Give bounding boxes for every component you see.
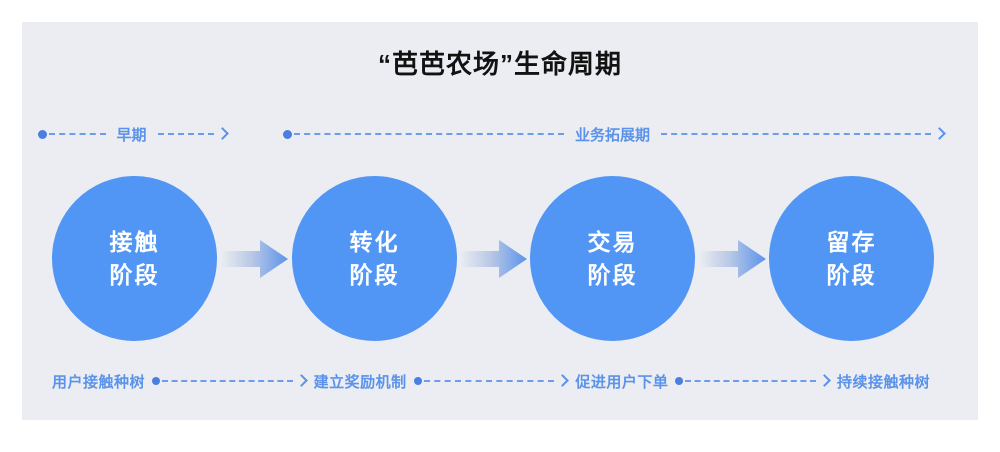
arrow-right-gradient-icon bbox=[461, 240, 527, 278]
stage-label-line2: 阶段 bbox=[109, 261, 160, 288]
action-connector bbox=[407, 374, 576, 388]
dashed-line bbox=[49, 133, 106, 135]
stage-label-line1: 留存 bbox=[826, 228, 877, 255]
chevron-right-icon bbox=[819, 374, 830, 388]
stage-label-line1: 转化 bbox=[349, 228, 400, 255]
dashed-line bbox=[685, 380, 816, 382]
phase-label-early: 早期 bbox=[116, 126, 147, 144]
phase-track-expansion: 业务拓展期 bbox=[283, 122, 945, 146]
chevron-right-icon bbox=[217, 127, 228, 141]
action-label-order: 促进用户下单 bbox=[575, 373, 669, 391]
arrow-right-gradient-icon bbox=[222, 240, 288, 278]
dashed-line bbox=[162, 380, 293, 382]
stage-circle-retention[interactable]: 留存 阶段 bbox=[769, 176, 934, 341]
dot-icon bbox=[38, 129, 47, 139]
dot-icon bbox=[283, 129, 292, 139]
dashed-line bbox=[157, 133, 215, 135]
stage-label-line1: 接触 bbox=[109, 228, 160, 255]
chevron-right-icon bbox=[557, 374, 568, 388]
page-title: “芭芭农场”生命周期 bbox=[377, 49, 622, 79]
dot-icon bbox=[413, 377, 422, 385]
dashed-line bbox=[423, 380, 555, 382]
action-label-retention: 持续接触种树 bbox=[836, 373, 930, 391]
stage-label-line2: 阶段 bbox=[826, 261, 877, 288]
action-label-reward: 建立奖励机制 bbox=[313, 373, 407, 391]
action-connector bbox=[145, 374, 314, 388]
dot-icon bbox=[152, 377, 161, 385]
dashed-line bbox=[661, 133, 932, 135]
arrow-right-gradient-icon bbox=[700, 240, 766, 278]
stage-circle-contact[interactable]: 接触 阶段 bbox=[52, 176, 217, 341]
chevron-right-icon bbox=[296, 374, 307, 388]
phase-label-expansion: 业务拓展期 bbox=[575, 126, 651, 144]
chevron-right-icon bbox=[934, 127, 945, 141]
dashed-line bbox=[294, 133, 564, 135]
action-row: 用户接触种树 建立奖励机制 促进用户下单 持续接触种树 bbox=[52, 368, 930, 394]
dot-icon bbox=[675, 377, 684, 385]
stage-label-line2: 阶段 bbox=[349, 261, 400, 288]
phase-track-early: 早期 bbox=[38, 122, 228, 146]
action-label-contact: 用户接触种树 bbox=[52, 373, 146, 391]
stage-label-line1: 交易 bbox=[587, 228, 638, 255]
stage-circle-conversion[interactable]: 转化 阶段 bbox=[292, 176, 457, 341]
action-connector bbox=[668, 374, 837, 388]
stage-label-line2: 阶段 bbox=[587, 261, 638, 288]
stage-circle-transaction[interactable]: 交易 阶段 bbox=[530, 176, 695, 341]
